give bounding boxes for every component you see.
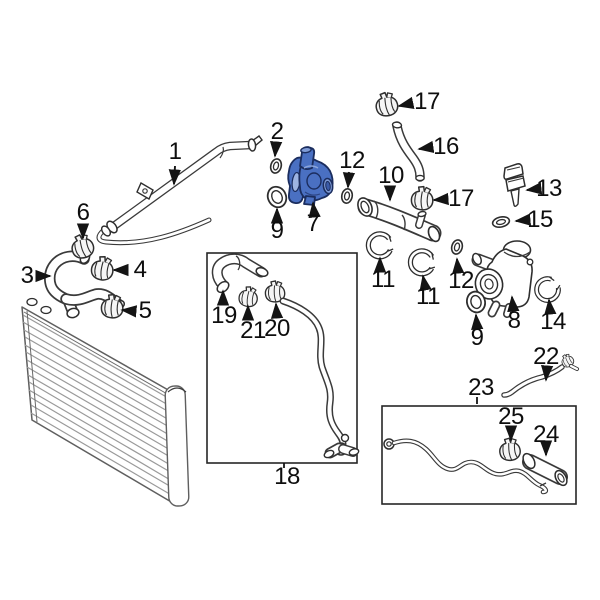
callout-11[interactable]: 11 [416, 283, 440, 310]
arrow-8 [507, 295, 520, 313]
callout-21[interactable]: 21 [240, 317, 266, 344]
callout-23[interactable]: 23 [468, 374, 494, 401]
callout-14[interactable]: 14 [540, 308, 566, 335]
part-19-molded-hose [211, 253, 269, 294]
arrow-17a [397, 96, 415, 109]
callout-11[interactable]: 11 [371, 266, 395, 293]
part-8-thermostat-housing-assembly [471, 240, 534, 318]
part-18-hose-kit-box [206, 252, 360, 464]
callout-17[interactable]: 17 [414, 88, 440, 115]
arrow-11b [419, 274, 432, 292]
callout-8[interactable]: 8 [507, 307, 521, 334]
callout-7[interactable]: 7 [306, 210, 320, 237]
callout-12[interactable]: 12 [339, 147, 365, 174]
callout-12[interactable]: 12 [448, 267, 474, 294]
callout-9[interactable]: 9 [470, 324, 484, 351]
callout-2[interactable]: 2 [270, 118, 284, 145]
part-1-coolant-pipe [96, 135, 263, 246]
callout-13[interactable]: 13 [536, 175, 562, 202]
part-23-coolant-line [383, 438, 549, 495]
callout-19[interactable]: 19 [211, 302, 237, 329]
part-22-overflow-hose [501, 351, 579, 398]
arrow-13 [525, 182, 543, 195]
callout-6[interactable]: 6 [76, 199, 90, 226]
callout-22[interactable]: 22 [533, 343, 559, 370]
arrow-1 [168, 165, 181, 186]
arrow-15 [514, 213, 532, 226]
callout-arrows [35, 96, 557, 468]
callout-20[interactable]: 20 [264, 315, 290, 342]
part-16-vent-hose [391, 121, 425, 182]
arrow-7 [308, 201, 321, 219]
callout-1[interactable]: 1 [168, 138, 182, 165]
arrow-2 [269, 141, 283, 158]
callout-3[interactable]: 3 [20, 262, 34, 289]
part-24-connector-sleeve [522, 452, 568, 487]
callout-4[interactable]: 4 [133, 256, 147, 283]
callout-15[interactable]: 15 [527, 206, 553, 233]
arrow-17b [432, 192, 449, 206]
arrow-20 [270, 302, 284, 319]
pipe-bracket [136, 182, 154, 200]
callout-17[interactable]: 17 [448, 185, 474, 212]
arrow-22 [540, 365, 554, 382]
arrow-12a [342, 171, 356, 189]
callout-5[interactable]: 5 [138, 297, 152, 324]
callout-25[interactable]: 25 [498, 403, 524, 430]
radiator-port [40, 305, 52, 315]
radiator [21, 297, 190, 507]
callout-16[interactable]: 16 [433, 133, 459, 160]
callout-24[interactable]: 24 [533, 421, 559, 448]
arrow-14 [544, 298, 557, 316]
callout-10[interactable]: 10 [378, 162, 404, 189]
callout-18[interactable]: 18 [274, 463, 300, 490]
arrow-5 [120, 305, 138, 318]
part-18-hose [279, 297, 360, 459]
radiator-port [26, 297, 38, 307]
part-13-temperature-sensor [503, 163, 526, 207]
callout-9[interactable]: 9 [270, 217, 284, 244]
part-15-sensor-seal [491, 215, 511, 229]
part-10-coolant-tube [357, 197, 442, 243]
arrow-12b [452, 257, 465, 274]
arrow-9b [471, 313, 484, 330]
part-7-thermostat-housing-highlighted[interactable] [287, 146, 334, 206]
arrow-16 [417, 140, 435, 154]
radiator-side-tank [164, 385, 190, 507]
